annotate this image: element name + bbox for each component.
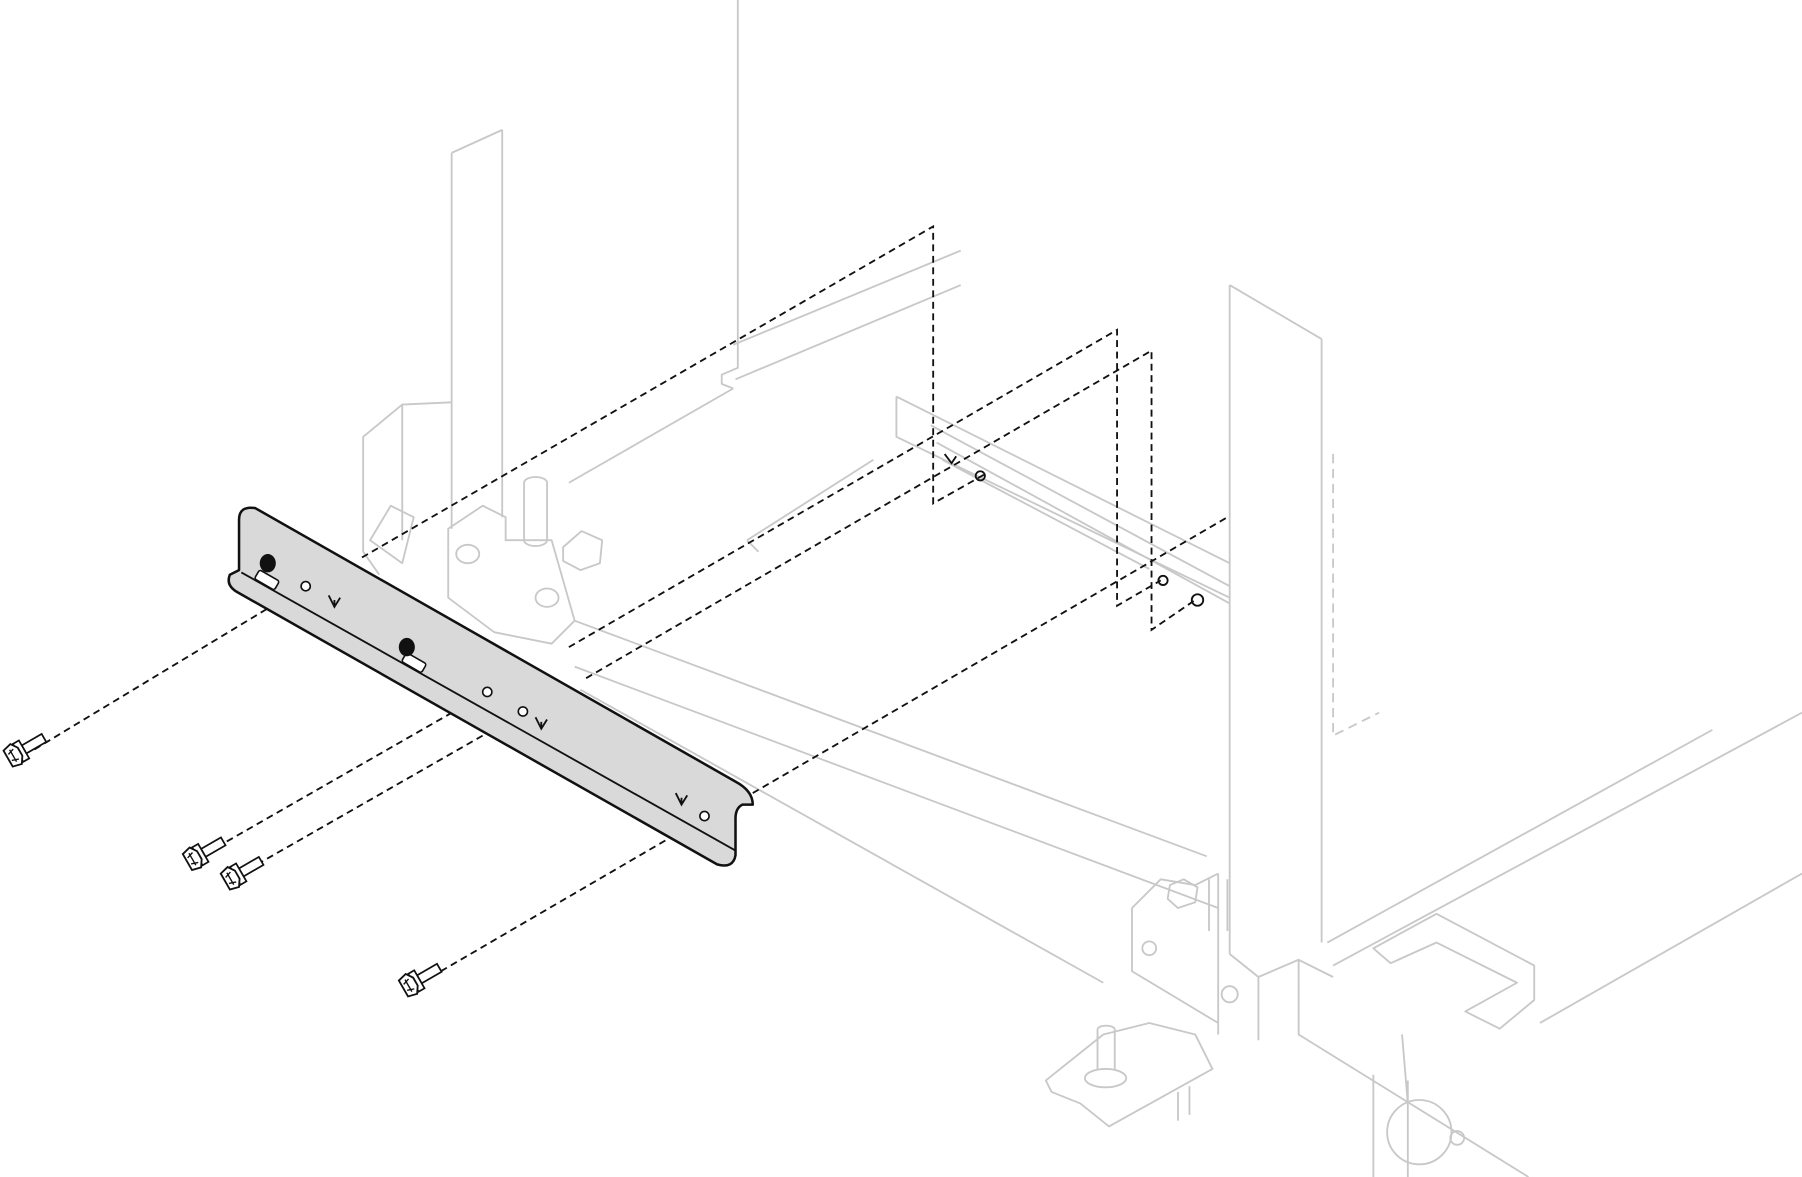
screw-icon xyxy=(2,732,48,768)
slot xyxy=(254,569,280,591)
arrow-down-icon xyxy=(534,716,548,731)
arrow-down-icon xyxy=(674,792,689,807)
rack-holes xyxy=(943,453,1205,607)
alignment-lines xyxy=(34,224,1228,978)
screw-icon xyxy=(219,855,265,891)
screws xyxy=(2,732,443,998)
arrow-down-icon xyxy=(327,594,341,609)
slot xyxy=(401,652,427,673)
screw-icon xyxy=(181,836,227,872)
mounting-bracket xyxy=(227,506,755,867)
rack-frame xyxy=(362,0,1802,1177)
screw-icon xyxy=(397,962,443,998)
